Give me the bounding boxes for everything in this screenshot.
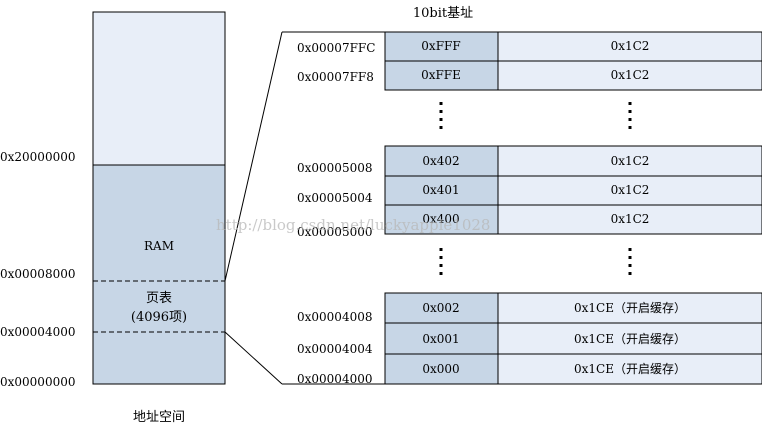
row-address: 0x00004004 (297, 342, 373, 356)
table-row: 0x001 0x1CE（开启缓存） 0x00004004 (297, 322, 762, 356)
header-label: 10bit基址 (413, 6, 473, 21)
index-cell (384, 175, 499, 206)
table-group-high: 0xFFF 0x1C2 0x00007FFC 0xFFE 0x1C2 0x000… (297, 31, 762, 91)
zoom-line-top (224, 31, 283, 282)
value-cell (497, 353, 762, 385)
table-group-middle: 0x402 0x1C2 0x00005008 0x401 0x1C2 0x000… (297, 145, 762, 239)
index-cell (384, 60, 499, 91)
table-row: 0xFFE 0x1C2 0x00007FF8 (297, 60, 762, 91)
ram-region (92, 164, 226, 385)
value-text: 0x1C2 (611, 39, 650, 53)
index-text: 0x000 (422, 362, 459, 376)
value-text: 0x1C2 (611, 68, 650, 82)
value-cell (497, 60, 762, 91)
value-cell (497, 204, 762, 235)
index-text: 0x401 (422, 183, 459, 197)
index-text: 0xFFE (421, 68, 461, 82)
address-label-00004000: 0x00004000 (0, 325, 75, 339)
value-text: 0x1CE（开启缓存） (574, 301, 686, 315)
index-cell (384, 145, 499, 177)
value-cell (497, 175, 762, 206)
watermark-text: http://blog.csdn.net/luckyapple1028 (216, 216, 490, 234)
index-text: 0x400 (422, 212, 459, 226)
table-group-low: 0x002 0x1CE（开启缓存） 0x00004008 0x001 0x1CE… (297, 292, 762, 386)
value-cell (497, 292, 762, 324)
row-address: 0x00005008 (297, 161, 372, 175)
row-address: 0x00005000 (297, 225, 372, 239)
table-row: 0x400 0x1C2 0x00005000 (297, 204, 762, 239)
ram-label: RAM (144, 239, 174, 253)
table-row: 0x000 0x1CE（开启缓存） 0x00004000 (297, 353, 762, 386)
value-cell (497, 31, 762, 62)
value-text: 0x1C2 (611, 183, 650, 197)
row-address: 0x00007FFC (297, 41, 375, 55)
table-row: 0x401 0x1C2 0x00005004 (297, 175, 762, 206)
index-text: 0x402 (422, 154, 459, 168)
zoom-line-bottom (224, 331, 283, 385)
value-text: 0x1C2 (611, 212, 650, 226)
page-table-count-label: (4096项) (131, 310, 187, 325)
index-text: 0xFFF (421, 39, 460, 53)
table-row: 0x002 0x1CE（开启缓存） 0x00004008 (297, 292, 762, 324)
index-cell (384, 353, 499, 385)
index-text: 0x001 (422, 332, 459, 346)
address-label-20000000: 0x20000000 (0, 150, 75, 164)
row-address: 0x00007FF8 (297, 70, 374, 84)
value-text: 0x1CE（开启缓存） (574, 332, 686, 346)
value-text: 0x1C2 (611, 154, 650, 168)
address-space-caption: 地址空间 (133, 410, 185, 425)
address-label-00000000: 0x00000000 (0, 375, 75, 389)
index-cell (384, 204, 499, 235)
table-row: 0x402 0x1C2 0x00005008 (297, 145, 762, 177)
address-label-00008000: 0x00008000 (0, 267, 75, 281)
row-address: 0x00004000 (297, 372, 372, 386)
value-cell (497, 145, 762, 177)
upper-memory-region (92, 11, 226, 166)
value-cell (497, 322, 762, 355)
row-address: 0x00005004 (297, 191, 373, 205)
table-row: 0xFFF 0x1C2 0x00007FFC (297, 31, 762, 62)
page-table-label: 页表 (146, 291, 172, 306)
index-text: 0x002 (422, 301, 459, 315)
row-address: 0x00004008 (297, 310, 372, 324)
value-text: 0x1CE（开启缓存） (574, 362, 686, 376)
